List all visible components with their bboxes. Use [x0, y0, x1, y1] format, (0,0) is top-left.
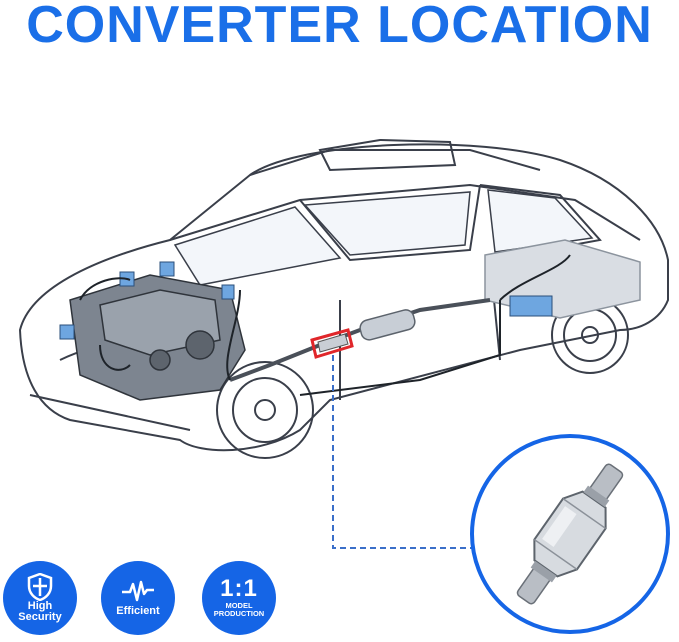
- shield-icon: [27, 573, 53, 601]
- catalytic-converter-image: [516, 463, 624, 605]
- car-diagram: [18, 138, 670, 634]
- sensor-components: [59, 261, 553, 340]
- pulse-icon: [122, 580, 154, 601]
- badge-label-line2: Security: [18, 611, 62, 623]
- leader-line: [332, 355, 475, 549]
- badge-label-line1: MODEL: [225, 601, 253, 610]
- converter-in-car: [317, 333, 349, 353]
- engine: [69, 274, 246, 401]
- high-security-badge: High Security: [3, 561, 77, 635]
- car-body: [18, 138, 669, 452]
- converter-highlight: [310, 328, 354, 359]
- converter-zoom-circle: [470, 434, 670, 634]
- front-wheel: [216, 361, 314, 459]
- model-production-badge: 1:1 MODEL PRODUCTION: [202, 561, 276, 635]
- page-title: CONVERTER LOCATION: [26, 0, 653, 54]
- wiring: [79, 254, 571, 396]
- muffler: [359, 309, 416, 341]
- efficient-badge: Efficient: [101, 561, 175, 635]
- fuel-tank: [484, 239, 641, 319]
- badge-label-line1: High: [27, 600, 53, 612]
- car-windows: [173, 189, 594, 286]
- badge-label: Efficient: [116, 604, 160, 617]
- badge-ratio: 1:1: [220, 575, 258, 602]
- badge-label-line2: PRODUCTION: [213, 609, 265, 618]
